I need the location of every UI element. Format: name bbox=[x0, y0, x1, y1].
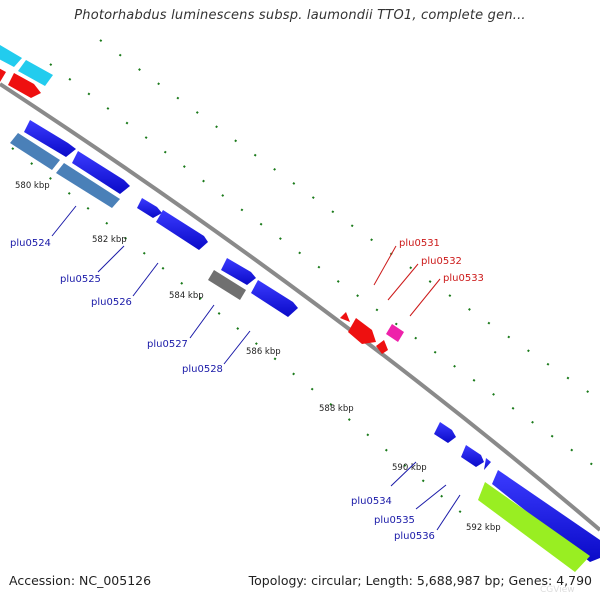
gene-feature-red[interactable] bbox=[376, 340, 388, 354]
gene-feature-blue[interactable] bbox=[221, 258, 256, 285]
gene-label-plu0525[interactable]: plu0525 bbox=[60, 274, 101, 285]
gene-label-plu0535[interactable]: plu0535 bbox=[374, 515, 415, 526]
gene-feature-blue[interactable] bbox=[24, 120, 76, 157]
gene-label-plu0531[interactable]: plu0531 bbox=[399, 238, 440, 249]
gene-feature-blue[interactable] bbox=[137, 198, 162, 218]
gene-feature-blue[interactable] bbox=[251, 280, 298, 317]
gene-feature-red[interactable] bbox=[0, 66, 6, 82]
kbp-label: 592 kbp bbox=[466, 523, 501, 533]
gene-label-plu0533[interactable]: plu0533 bbox=[443, 273, 484, 284]
kbp-label: 588 kbp bbox=[319, 404, 354, 414]
gene-label-plu0532[interactable]: plu0532 bbox=[421, 256, 462, 267]
watermark: CGView bbox=[540, 585, 575, 595]
accession-text: Accession: NC_005126 bbox=[9, 573, 152, 588]
gene-label-plu0526[interactable]: plu0526 bbox=[91, 297, 132, 308]
kbp-label: 584 kbp bbox=[169, 291, 204, 301]
tick-track-outer bbox=[49, 39, 600, 471]
genome-summary-text: Topology: circular; Length: 5,688,987 bp… bbox=[248, 573, 592, 588]
gene-feature-rna[interactable] bbox=[10, 133, 60, 170]
gene-feature-blue[interactable] bbox=[484, 458, 491, 470]
gene-label-plu0528[interactable]: plu0528 bbox=[182, 364, 223, 375]
gene-feature-blue[interactable] bbox=[72, 151, 130, 194]
gene-feature-red[interactable] bbox=[8, 73, 41, 98]
gene-feature-rna[interactable] bbox=[56, 163, 120, 208]
kbp-label: 582 kbp bbox=[92, 235, 127, 245]
gene-feature-gray[interactable] bbox=[208, 270, 246, 300]
gene-feature-red[interactable] bbox=[340, 312, 350, 322]
gene-feature-pink[interactable] bbox=[386, 324, 404, 342]
gene-label-plu0536[interactable]: plu0536 bbox=[394, 531, 435, 542]
gene-label-plu0534[interactable]: plu0534 bbox=[351, 496, 392, 507]
gene-label-plu0524[interactable]: plu0524 bbox=[10, 238, 51, 249]
genome-backbone bbox=[0, 82, 600, 532]
gene-feature-blue[interactable] bbox=[434, 422, 456, 443]
gene-feature-blue[interactable] bbox=[461, 445, 484, 467]
gene-label-leaders bbox=[51, 205, 461, 531]
map-title: Photorhabdus luminescens subsp. laumondi… bbox=[74, 8, 526, 23]
gene-feature-cyan[interactable] bbox=[0, 42, 22, 67]
gene-feature-cyan[interactable] bbox=[18, 60, 53, 86]
gene-feature-blue[interactable] bbox=[492, 470, 600, 562]
gene-feature-lime[interactable] bbox=[478, 482, 590, 572]
gene-label-plu0527[interactable]: plu0527 bbox=[147, 339, 188, 350]
kbp-label: 580 kbp bbox=[15, 181, 50, 191]
kbp-label: 586 kbp bbox=[246, 347, 281, 357]
gene-feature-blue[interactable] bbox=[156, 210, 208, 250]
gene-feature-red[interactable] bbox=[348, 318, 376, 344]
